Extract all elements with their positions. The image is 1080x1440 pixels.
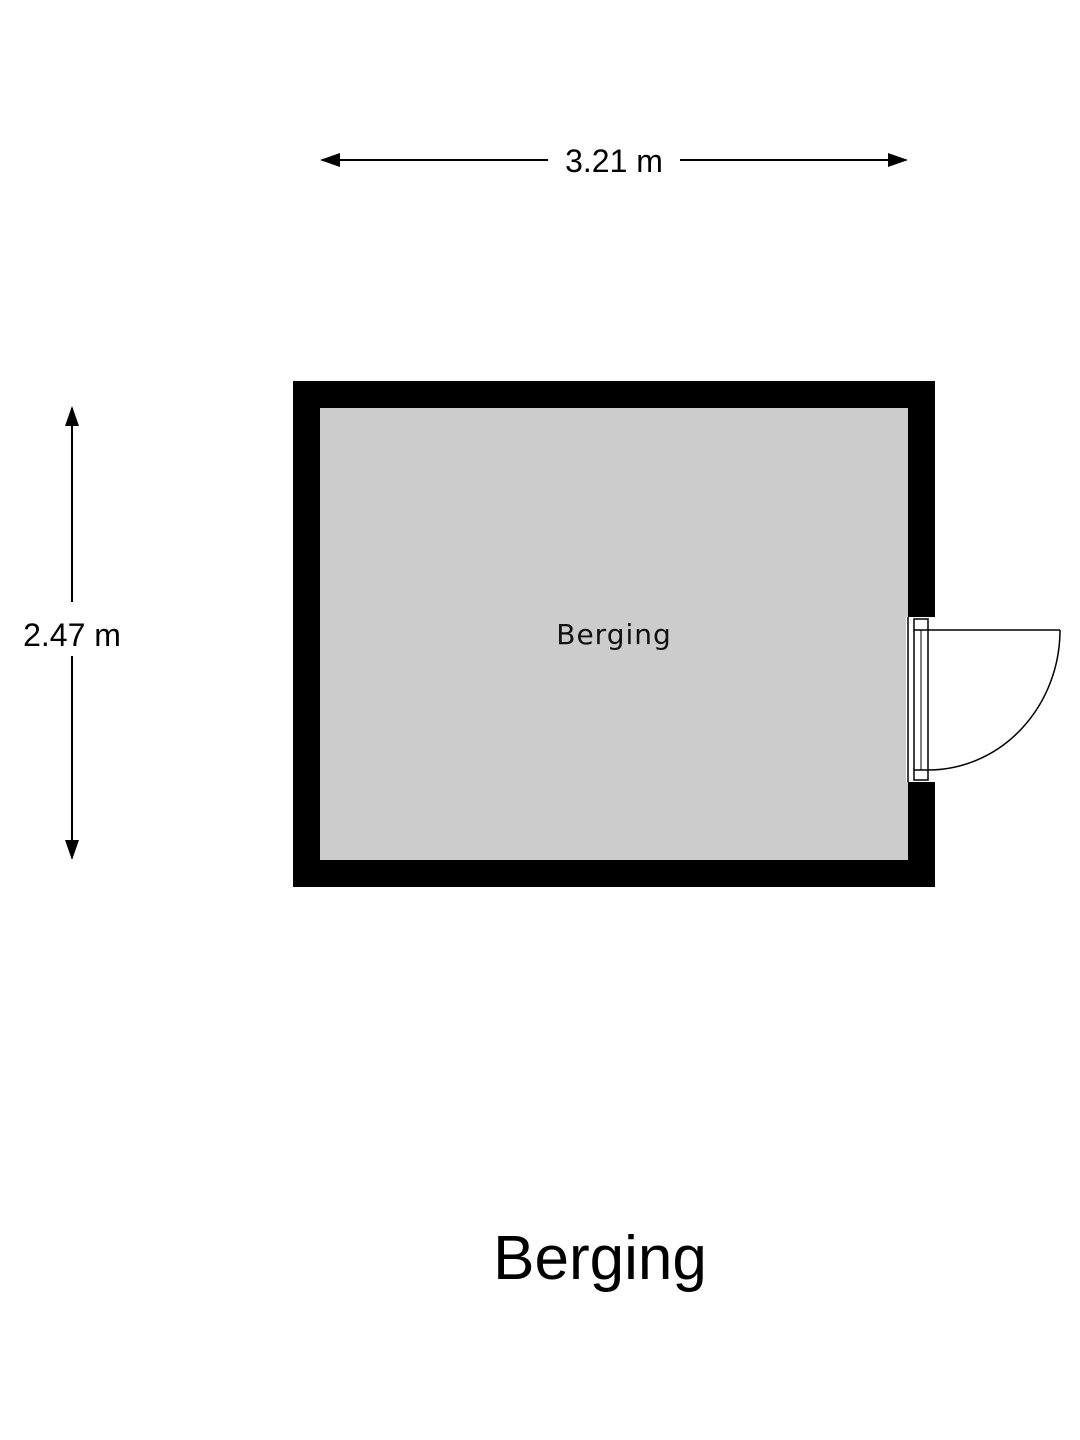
room-berging: Berging — [293, 381, 1061, 887]
width-dimension: 3.21 m — [320, 143, 908, 179]
room-floor — [320, 408, 908, 860]
arrow-left-icon — [320, 153, 340, 167]
plan-title: Berging — [493, 1224, 707, 1293]
arrow-up-icon — [65, 406, 79, 426]
arrow-right-icon — [888, 153, 908, 167]
height-dimension-label: 2.47 m — [23, 617, 121, 653]
width-dimension-label: 3.21 m — [565, 143, 663, 179]
door-swing-arc — [927, 629, 1061, 771]
height-dimension: 2.47 m — [23, 406, 121, 860]
room-label: Berging — [556, 618, 672, 651]
arrow-down-icon — [65, 840, 79, 860]
